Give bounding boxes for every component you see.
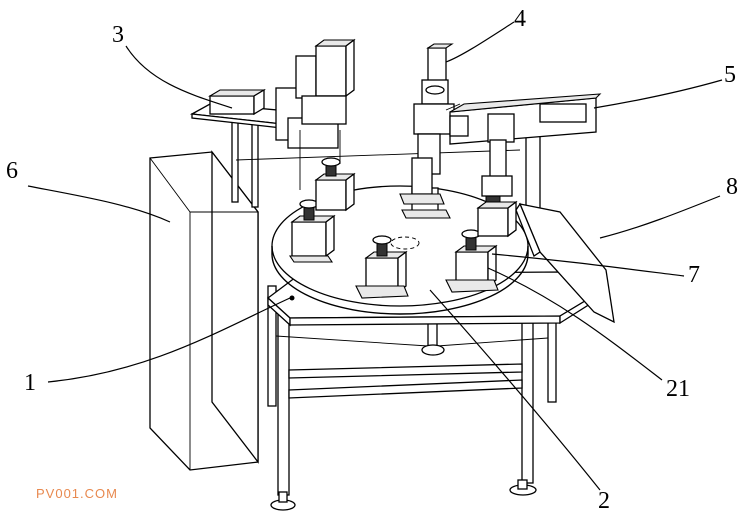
- label-4: 4: [514, 6, 526, 32]
- fixture-right: [445, 229, 499, 293]
- label-5: 5: [724, 62, 736, 88]
- leader-2: [429, 289, 601, 491]
- station-5: [449, 93, 602, 197]
- rear-uprights: [231, 109, 541, 231]
- fixture-front: [355, 235, 409, 299]
- watermark: PV001.COM: [36, 486, 118, 501]
- leader-lines: [27, 21, 723, 491]
- leader-5: [593, 79, 723, 109]
- station-4: [399, 43, 461, 205]
- label-21: 21: [666, 376, 690, 402]
- labels: 1 2 3 4 5 6 7 8 21: [6, 6, 738, 514]
- leader-21: [487, 267, 663, 381]
- leader-7: [491, 253, 685, 277]
- leader-8: [599, 195, 721, 239]
- label-6: 6: [6, 158, 18, 184]
- label-7: 7: [688, 262, 700, 288]
- label-1: 1: [24, 370, 36, 396]
- leader-1: [47, 297, 291, 383]
- leader-4: [445, 21, 515, 63]
- chute-8: [515, 202, 615, 324]
- leader-6: [27, 185, 171, 223]
- leader-3: [125, 45, 233, 109]
- fixture-left: [288, 199, 336, 263]
- station-3: [189, 38, 356, 190]
- fixture-rear-left: [314, 157, 356, 212]
- label-8: 8: [726, 174, 738, 200]
- label-3: 3: [112, 22, 124, 48]
- label-2: 2: [598, 488, 610, 514]
- cabinet-6: [149, 150, 259, 471]
